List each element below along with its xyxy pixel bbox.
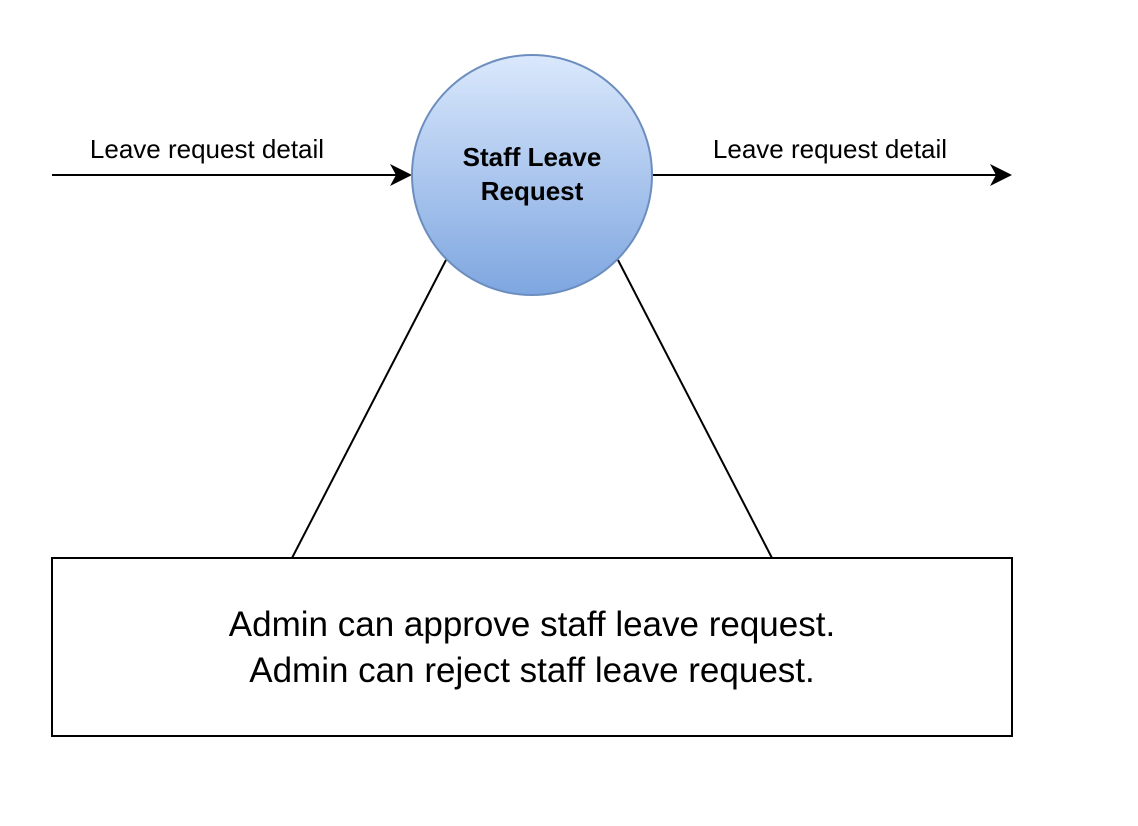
process-circle <box>411 54 653 296</box>
note-box[interactable]: Admin can approve staff leave request. A… <box>51 557 1013 737</box>
incoming-arrowhead-icon <box>390 164 412 186</box>
outgoing-flow[interactable] <box>652 164 1012 186</box>
incoming-flow[interactable] <box>52 164 412 186</box>
association-line-right <box>617 259 773 559</box>
note-line2: Admin can reject staff leave request. <box>249 651 815 690</box>
process-label-line2: Request <box>481 176 584 206</box>
process-staff-leave-request[interactable]: Staff Leave Request <box>411 54 653 296</box>
association-line-left <box>291 259 447 559</box>
note-line1: Admin can approve staff leave request. <box>229 605 835 644</box>
incoming-flow-label: Leave request detail <box>90 134 324 164</box>
outgoing-arrowhead-icon <box>990 164 1012 186</box>
outgoing-flow-label: Leave request detail <box>713 134 947 164</box>
process-label-line1: Staff Leave <box>463 142 602 172</box>
note-rectangle <box>51 557 1013 737</box>
